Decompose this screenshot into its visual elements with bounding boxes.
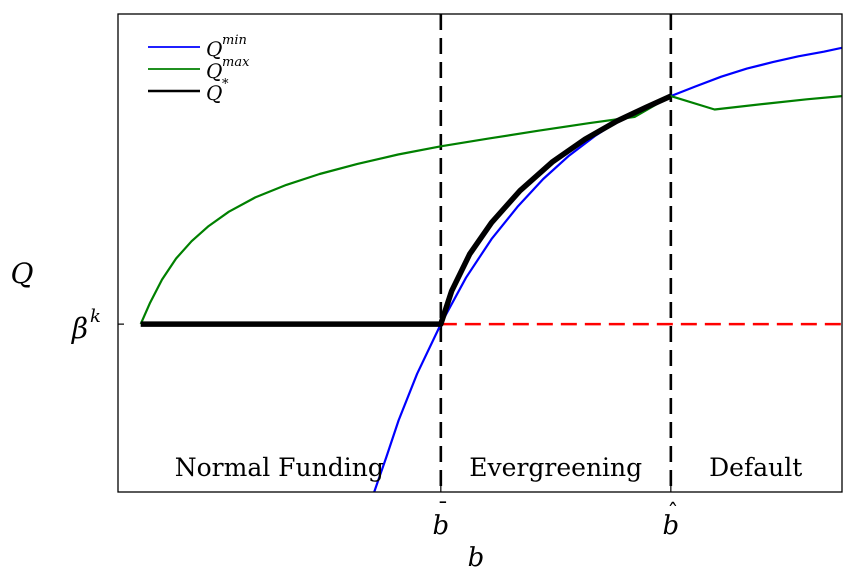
legend-label-0: Q <box>206 37 222 61</box>
reference-lines <box>439 14 842 492</box>
x-tick-label-1: b <box>663 511 680 541</box>
legend-label-sup-2: * <box>222 77 229 92</box>
legend-label-sup-0: min <box>222 33 247 48</box>
x-tick-accent-0: ¯ <box>437 499 448 524</box>
y-axis-label: Q <box>11 257 34 290</box>
y-tick-label-0: β <box>71 312 88 345</box>
plot-frame <box>117 13 843 493</box>
legend-label-2: Q <box>206 81 222 105</box>
y-tick-label-sup-0: k <box>90 306 101 327</box>
region-labels: Normal Funding Evergreening Default <box>175 453 803 482</box>
legend-label-1: Q <box>206 59 222 83</box>
series-line-1 <box>139 94 842 325</box>
region-label-0: Normal Funding <box>175 453 384 482</box>
series-lines <box>139 46 842 492</box>
x-axis-label: b <box>468 543 485 572</box>
x-tick-accent-1: ˆ <box>667 501 678 526</box>
legend-label-sup-1: max <box>222 55 250 70</box>
region-label-2: Default <box>709 453 802 482</box>
x-tick-label-0: b <box>433 511 450 541</box>
series-line-0 <box>373 46 842 492</box>
series-line-2 <box>140 93 672 327</box>
region-label-1: Evergreening <box>469 453 642 482</box>
